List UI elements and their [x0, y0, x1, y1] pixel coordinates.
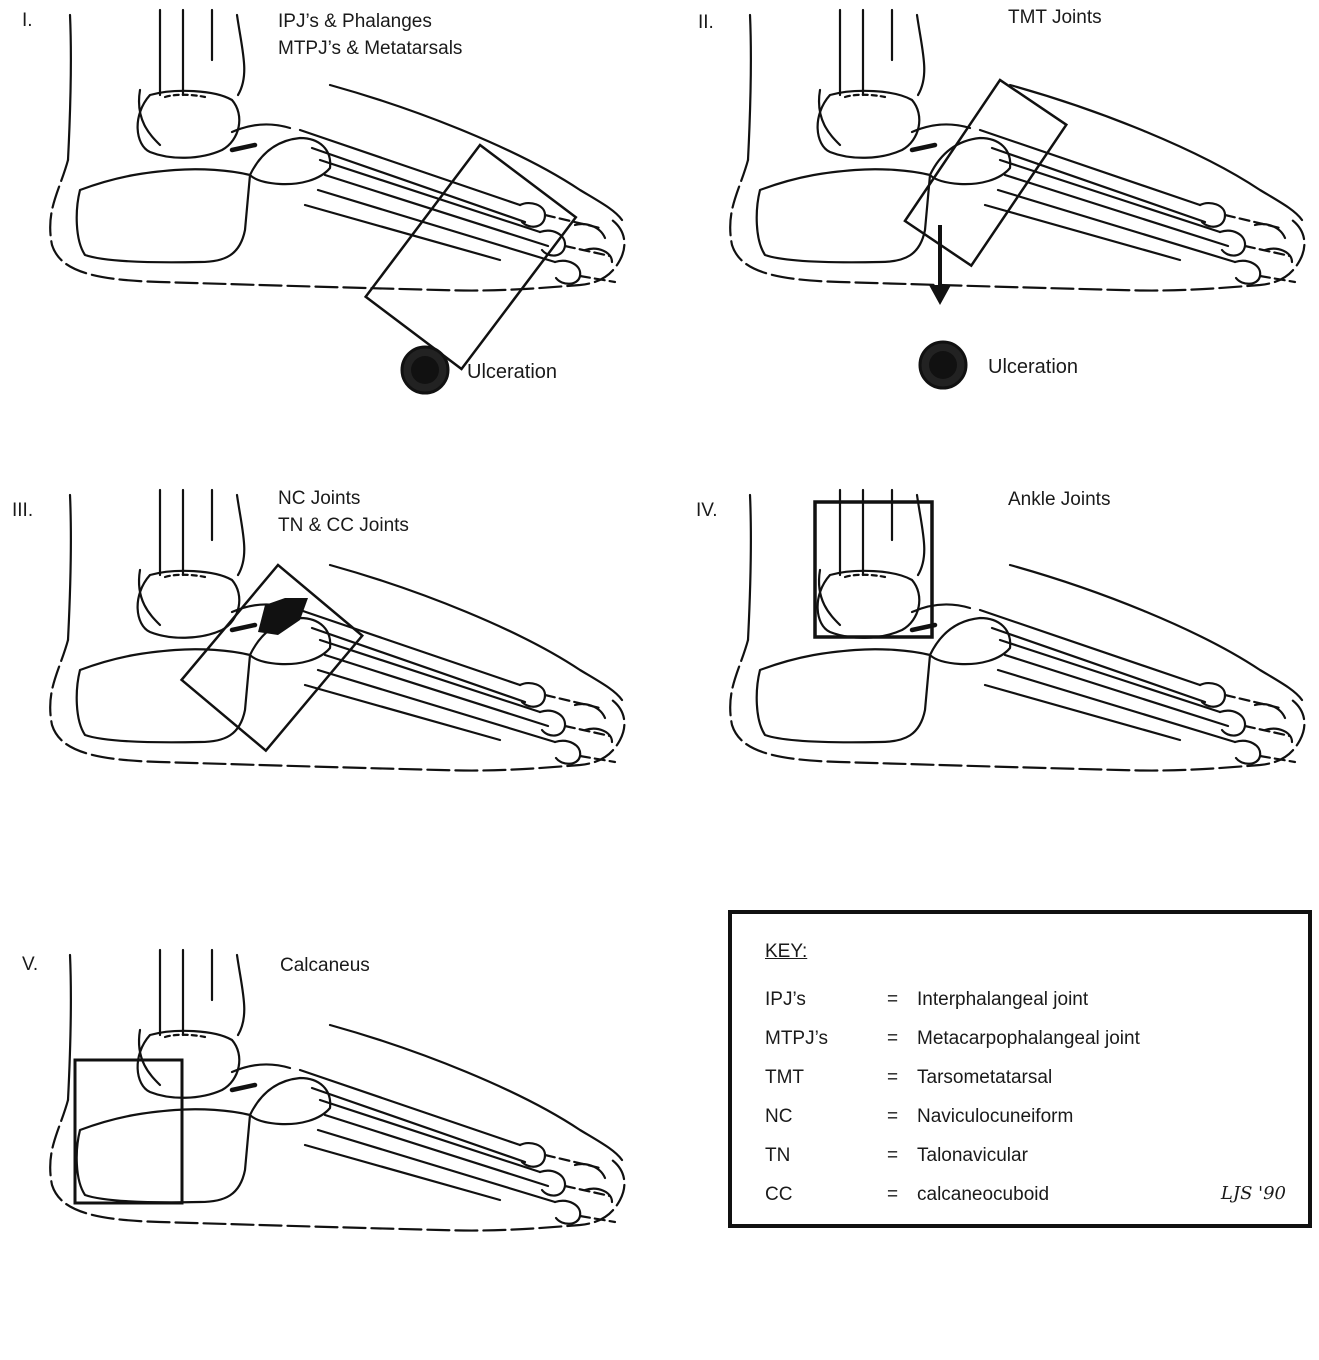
- panel-label: MTPJ’s & Metatarsals: [278, 37, 462, 61]
- key-abbr: NC: [765, 1106, 792, 1128]
- artist-signature: LJS '90: [1221, 1183, 1286, 1204]
- key-abbr: IPJ’s: [765, 989, 806, 1011]
- key-equals: =: [887, 989, 898, 1011]
- panel-label: Ankle Joints: [1008, 488, 1110, 512]
- region-box-calcaneus: [75, 1060, 182, 1203]
- key-row: MTPJ’s = Metacarpophalangeal joint: [765, 1028, 1285, 1054]
- key-row: CC = calcaneocuboid: [765, 1184, 1285, 1210]
- key-equals: =: [887, 1028, 898, 1050]
- panel-label: TN & CC Joints: [278, 514, 409, 538]
- ulceration-label: Ulceration: [988, 356, 1078, 379]
- key-definition: calcaneocuboid: [917, 1184, 1049, 1206]
- panel-numeral: III.: [12, 500, 33, 522]
- panel-v: V. Calcaneus: [0, 940, 640, 1240]
- key-abbr: TN: [765, 1145, 790, 1167]
- key-definition: Talonavicular: [917, 1145, 1028, 1167]
- key-equals: =: [887, 1184, 898, 1206]
- key-title: KEY:: [765, 941, 807, 963]
- key-definition: Naviculocuneiform: [917, 1106, 1073, 1128]
- key-abbr: TMT: [765, 1067, 804, 1089]
- panel-numeral: V.: [22, 954, 38, 976]
- key-equals: =: [887, 1067, 898, 1089]
- ulceration-label: Ulceration: [467, 361, 557, 384]
- key-abbr: MTPJ’s: [765, 1028, 828, 1050]
- key-row: TN = Talonavicular: [765, 1145, 1285, 1171]
- foot-illustration: [0, 0, 640, 420]
- panel-numeral: I.: [22, 10, 33, 32]
- key-row: NC = Naviculocuneiform: [765, 1106, 1285, 1132]
- panel-label: Calcaneus: [280, 954, 370, 978]
- panel-i: I. IPJ’s & Phalanges MTPJ’s & Metatarsal…: [0, 0, 640, 420]
- panel-numeral: IV.: [696, 500, 718, 522]
- panel-iii: III. NC Joints TN & CC Joints: [0, 480, 640, 900]
- key-equals: =: [887, 1106, 898, 1128]
- panel-label: NC Joints: [278, 487, 360, 511]
- foot-illustration: [680, 480, 1319, 900]
- panel-numeral: II.: [698, 12, 714, 34]
- key-definition: Metacarpophalangeal joint: [917, 1028, 1140, 1050]
- key-row: TMT = Tarsometatarsal: [765, 1067, 1285, 1093]
- foot-illustration: [0, 480, 640, 900]
- panel-label: IPJ’s & Phalanges: [278, 10, 432, 34]
- panel-ii: II. TMT Joints Ulceration: [680, 0, 1319, 420]
- key-abbr: CC: [765, 1184, 792, 1206]
- key-legend: KEY: IPJ’s = Interphalangeal joint MTPJ’…: [728, 910, 1312, 1228]
- key-equals: =: [887, 1145, 898, 1167]
- foot-illustration: [0, 940, 640, 1360]
- key-row: IPJ’s = Interphalangeal joint: [765, 989, 1285, 1015]
- key-definition: Interphalangeal joint: [917, 989, 1088, 1011]
- panel-iv: IV. Ankle Joints: [680, 480, 1319, 900]
- key-definition: Tarsometatarsal: [917, 1067, 1052, 1089]
- panel-label: TMT Joints: [1008, 6, 1102, 30]
